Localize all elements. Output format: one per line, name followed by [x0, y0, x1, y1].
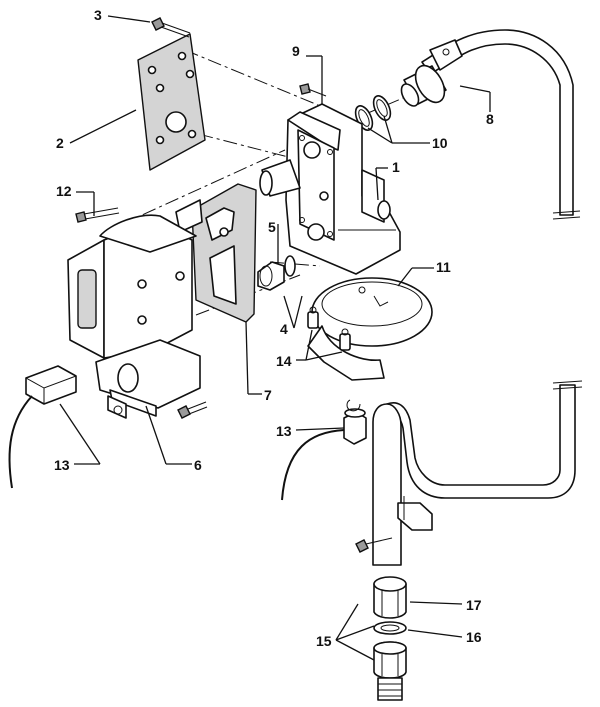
label-7: 7 — [264, 387, 272, 403]
gas-pipe — [355, 29, 583, 566]
valve-body — [259, 103, 401, 275]
label-14: 14 — [276, 353, 292, 369]
o-rings — [354, 95, 392, 131]
label-2: 2 — [56, 135, 64, 151]
label-4: 4 — [280, 321, 288, 337]
label-5: 5 — [268, 219, 276, 235]
label-1: 1 — [392, 159, 400, 175]
regulator-diaphragm — [307, 277, 433, 381]
label-16: 16 — [466, 629, 482, 645]
label-13-connector-left: 13 — [54, 457, 70, 473]
label-17: 17 — [466, 597, 482, 613]
screw-12 — [75, 207, 120, 223]
label-8: 8 — [486, 111, 494, 127]
lower-screw — [177, 401, 208, 419]
leader-lines — [59, 15, 491, 661]
label-10: 10 — [432, 135, 448, 151]
connector-left — [8, 365, 77, 489]
label-9: 9 — [292, 43, 300, 59]
connector-lower — [281, 399, 367, 501]
label-3: 3 — [94, 7, 102, 23]
label-12: 12 — [56, 183, 72, 199]
union-nut — [373, 576, 407, 619]
threaded-fitting — [373, 641, 407, 701]
solenoid-coil — [67, 214, 197, 359]
test-nipples — [307, 306, 351, 351]
callout-labels: 1 2 3 4 5 6 7 8 9 10 11 12 13 13 14 15 1… — [54, 7, 494, 649]
gasket-plate — [175, 183, 257, 323]
plug-5 — [257, 255, 296, 291]
sealing-washer — [373, 621, 407, 635]
label-15: 15 — [316, 633, 332, 649]
gasket — [137, 33, 206, 171]
label-6: 6 — [194, 457, 202, 473]
solenoid-valve-6 — [95, 339, 201, 419]
screw-9 — [299, 83, 327, 97]
screw-3 — [151, 17, 191, 38]
label-13-connector-lower: 13 — [276, 423, 292, 439]
label-11: 11 — [436, 259, 451, 275]
